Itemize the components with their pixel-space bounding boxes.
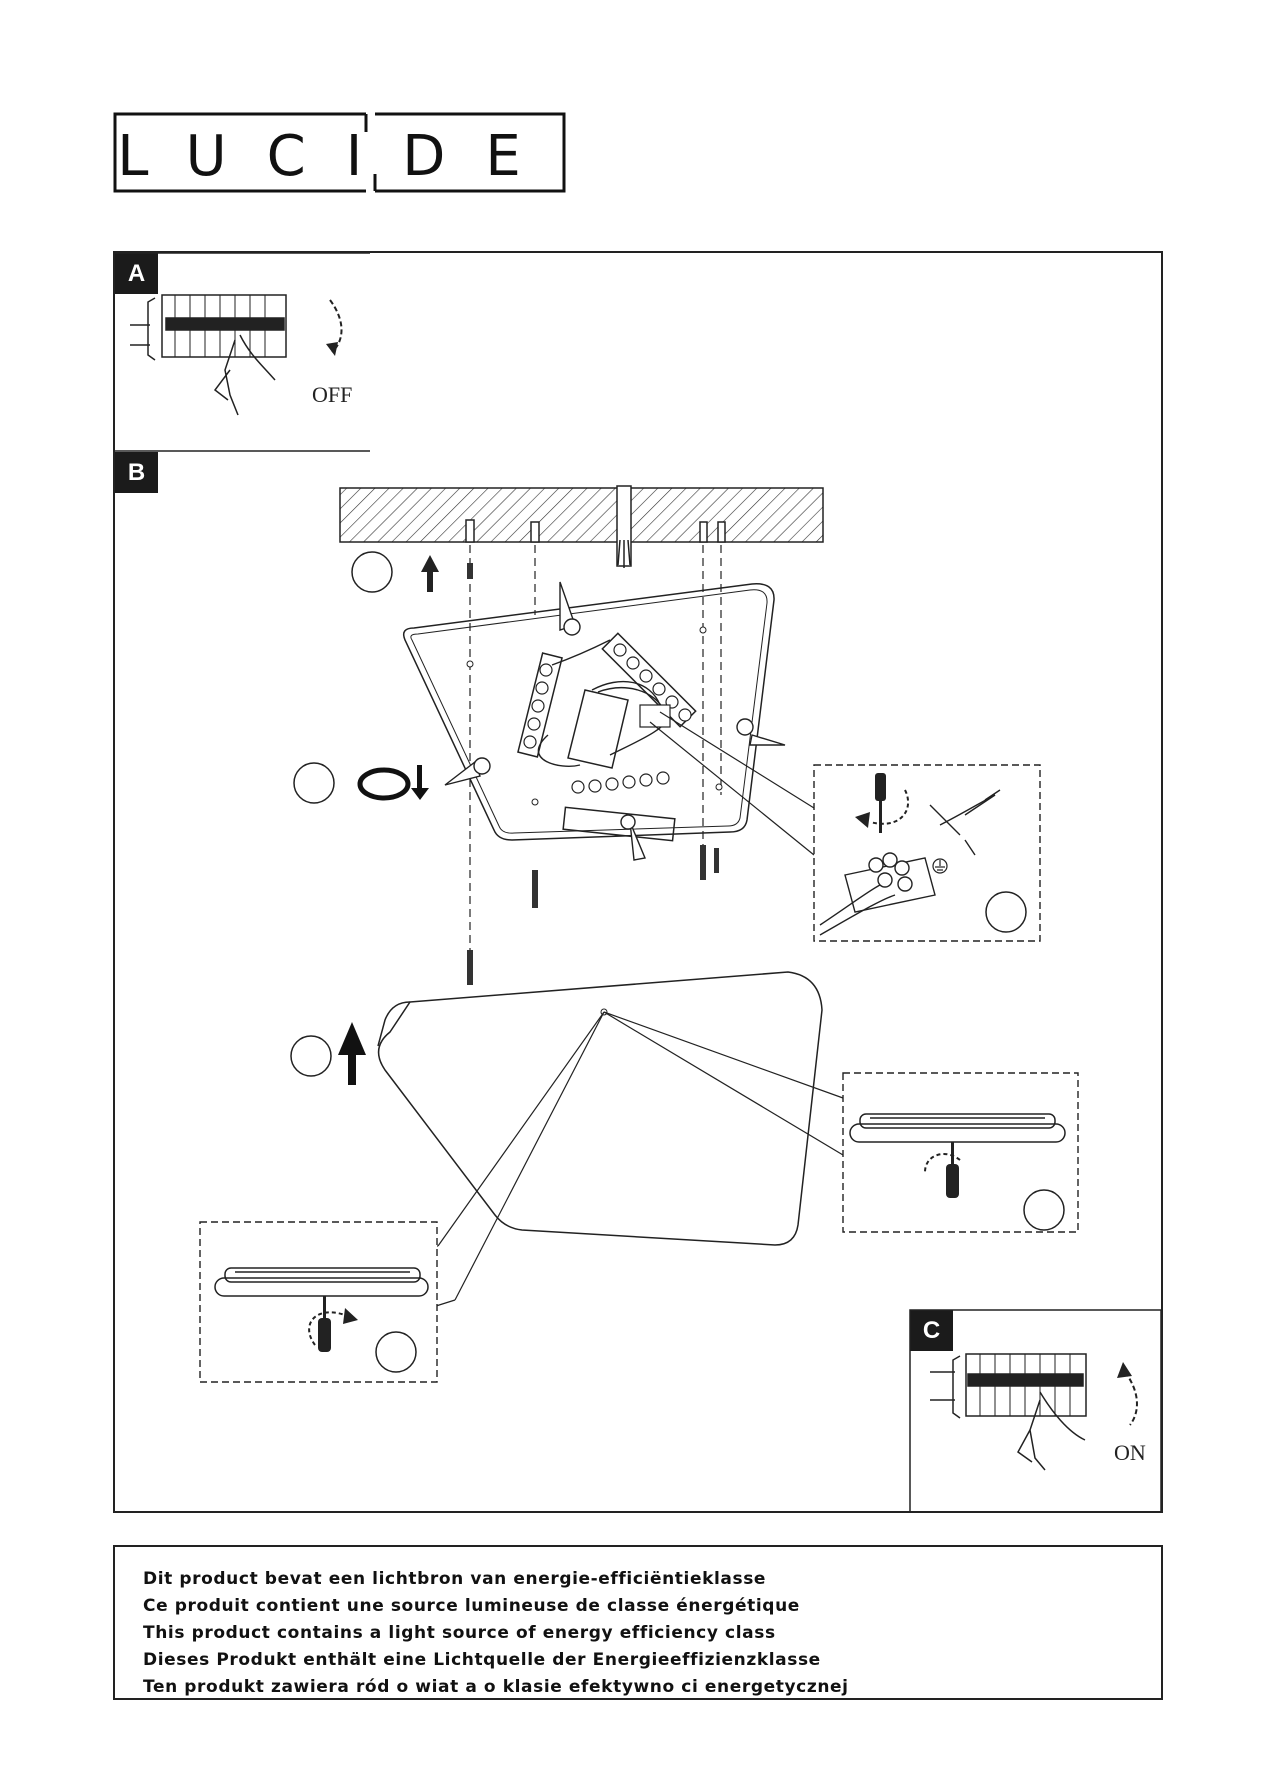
notice-line-pl: Ten produkt zawiera ród o wiat a o klasi… [143,1677,849,1697]
instruction-frame [113,251,1163,1513]
panel-c-tag: C [910,1310,953,1351]
screwdriver-icon [875,773,886,833]
notice-line-fr: Ce produit contient une source lumineuse… [143,1596,800,1616]
wall-plug-icon [465,519,726,543]
notice-line-nl: Dit product bevat een lichtbron van ener… [143,1569,767,1589]
panel-a-box [115,252,370,452]
ground-icon [932,858,948,874]
driver-box [567,689,629,769]
panel-c-box [909,1309,1162,1513]
lucide-logo: LUCIDE [113,112,566,193]
notice-line-en: This product contains a light source of … [143,1623,776,1643]
screw-icon [467,563,719,985]
step-circle [351,551,393,593]
switch-off-label: OFF [312,382,353,407]
switch-on-label: ON [1114,1440,1146,1465]
panel-a-tag: A [115,253,158,294]
diffuser [377,971,823,1246]
rotate-down-icon [357,767,411,801]
energy-notice: Dit product bevat een lichtbron van ener… [113,1545,1163,1700]
up-arrow-icon [421,555,439,592]
hand-icon [213,334,276,416]
mounting-plate [402,583,775,841]
brand-name: LUCIDE [117,124,561,189]
panel-b-tag: B [115,452,158,493]
notice-line-de: Dieses Produkt enthält eine Lichtquelle … [143,1650,821,1670]
terminal-block [844,852,936,913]
breaker-icon [130,294,287,361]
ceiling [339,487,824,543]
